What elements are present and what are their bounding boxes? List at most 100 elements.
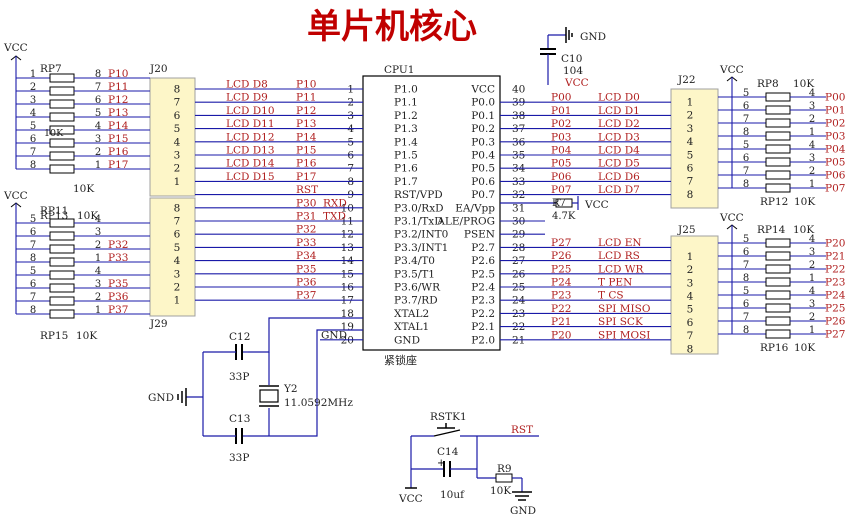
rpack-pin-number: 8: [743, 127, 749, 138]
rpack-pin-number: 5: [743, 88, 749, 99]
c14-plus: +: [437, 458, 445, 469]
net-label-port: P27: [551, 237, 571, 249]
rpack-pin-number: 1: [809, 179, 815, 190]
rpack-net-label: P24: [825, 290, 846, 302]
c13-ref: C13: [229, 413, 250, 425]
net-label-func: LCD RS: [598, 250, 640, 262]
net-label-func: LCD D7: [598, 184, 640, 196]
net-label-port: P33: [296, 237, 316, 249]
rpack-pin-number: 5: [95, 108, 101, 119]
rpack-pin-number: 4: [809, 88, 815, 99]
rpack-net-label: P04: [825, 144, 846, 156]
cpu-pin-name: P1.2: [394, 110, 418, 122]
reset-circuit: + RSTK1 RST C14 10uf R9 10K VCC GND: [398, 411, 539, 517]
rpack-pin-number: 4: [809, 140, 815, 151]
c10-value: 104: [563, 65, 583, 77]
rpack-pin-number: 2: [95, 292, 101, 303]
rpack-pin-number: 6: [743, 299, 749, 310]
reset-vcc-label: VCC: [398, 493, 423, 505]
net-label-port: P36: [296, 277, 317, 289]
resistor-body: [49, 112, 75, 122]
page-title: 单片机核心: [307, 7, 477, 47]
rpack-pin-number: 5: [30, 121, 36, 132]
rpack-net-label: P35: [108, 278, 128, 290]
c14-ref: C14: [437, 446, 459, 458]
header-pin-number: 1: [687, 97, 694, 109]
net-label-port: P31: [296, 211, 316, 223]
header-pin-number: 2: [687, 110, 694, 122]
r9-value: 10K: [490, 485, 511, 497]
vcc-label: VCC: [3, 190, 28, 202]
resistor-body: [49, 151, 75, 161]
rpack-pin-number: 3: [95, 134, 101, 145]
rpack-pin-number: 8: [30, 253, 36, 264]
cpu-pin-name: P3.4/T0: [394, 255, 435, 267]
net-label-port: P00: [551, 92, 571, 104]
rpack-pin-number: 3: [30, 95, 36, 106]
net-label-port: P14: [296, 131, 317, 143]
rpack-pin-number: 8: [743, 325, 749, 336]
rpack-pin-number: 8: [743, 179, 749, 190]
net-label-port: RST: [296, 184, 318, 196]
rpack-pin-number: 1: [95, 305, 101, 316]
resistor-body: [765, 131, 791, 141]
c12-ref: C12: [229, 331, 250, 343]
cpu-pin-name: P2.0: [471, 334, 495, 346]
net-label-func: SPI MISO: [598, 303, 651, 315]
rpack-pin-number: 2: [95, 240, 101, 251]
rpack-value: 10K: [793, 224, 814, 236]
rpack-ref: RP8: [757, 78, 779, 90]
header-pin-number: 8: [687, 343, 694, 355]
net-label-port: P11: [296, 92, 316, 104]
cpu-body: [362, 75, 501, 351]
resistor-body: [765, 303, 791, 313]
rpack-net-label: P05: [825, 157, 845, 169]
c14-value: 10uf: [440, 489, 465, 501]
net-label-func: LCD D14: [226, 158, 275, 170]
reset-gnd-label: GND: [510, 505, 536, 517]
net-label-func: TXD: [323, 211, 346, 223]
resistor-body: [765, 170, 791, 180]
resistor-body: [765, 157, 791, 167]
rpack-net-label: P23: [825, 277, 845, 289]
net-label-func: RXD: [323, 197, 347, 209]
c13-value: 33P: [229, 452, 249, 464]
rst-net-label: RST: [511, 424, 533, 436]
net-label-port: P34: [296, 250, 317, 262]
cpu-chip: CPU1 紧锁座 1P1.02P1.13P1.24P1.35P1.46P1.57…: [341, 64, 526, 367]
header-pin-number: 8: [174, 84, 181, 96]
rpack-net-label: P13: [108, 107, 128, 119]
net-label-func: LCD D4: [598, 145, 640, 157]
rpack-pin-number: 7: [30, 292, 36, 303]
header-pin-number: 8: [174, 202, 181, 214]
resistor-body: [765, 316, 791, 326]
net-label-port: P37: [296, 290, 316, 302]
cpu-pin-name: P0.4: [471, 150, 495, 162]
net-label-func: LCD D9: [226, 92, 268, 104]
header-pin-number: 5: [687, 304, 694, 316]
rpack-pin-number: 8: [30, 160, 36, 171]
net-label-port: P35: [296, 263, 316, 275]
rpack-net-label: P11: [108, 81, 128, 93]
cpu-pin-name: P2.1: [471, 321, 495, 333]
rpack-net-label: P07: [825, 183, 845, 195]
cpu-pin-name: P3.0/RxD: [394, 202, 444, 214]
rpack-ref: RP13: [40, 210, 68, 222]
rpack-net-label: P27: [825, 329, 845, 341]
resistor-body: [765, 238, 791, 248]
c10-ref: C10: [561, 53, 582, 65]
net-label-port: P22: [551, 303, 571, 315]
net-label-func: LCD D15: [226, 171, 275, 183]
resistor-r7: R7 4.7K VCC: [500, 196, 609, 222]
cpu-pin-name: P3.5/T1: [394, 268, 435, 280]
rpack-net-label: P06: [825, 170, 846, 182]
rpack-pin-number: 7: [30, 240, 36, 251]
rpack-pin-number: 8: [743, 273, 749, 284]
header-pin-number: 6: [687, 163, 694, 175]
resistor-body: [49, 231, 75, 241]
header-ref: J25: [677, 224, 696, 236]
rst-switch-ref: RSTK1: [430, 411, 467, 423]
resistor-body: [49, 244, 75, 254]
rpack-ref: RP15: [40, 330, 68, 342]
